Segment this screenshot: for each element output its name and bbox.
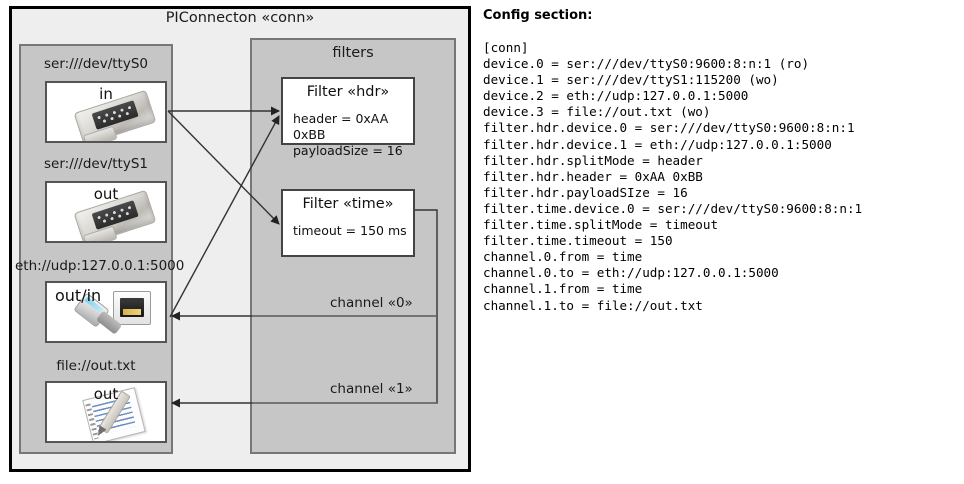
filter-props-time: timeout = 150 ms <box>293 223 407 239</box>
config-heading: Config section: <box>483 8 593 23</box>
filter-title-hdr: Filter «hdr» <box>306 84 390 100</box>
channel-label-0: channel «0» <box>330 295 413 311</box>
device-label-ttys0: ser:///dev/ttyS0 <box>44 56 148 72</box>
device-io-ttys1: out <box>93 185 119 203</box>
ethernet-plug-icon <box>47 283 165 341</box>
device-box-ttys1[interactable]: out <box>45 181 167 243</box>
device-io-eth: out/in <box>55 286 102 305</box>
config-text: [conn] device.0 = ser:///dev/ttyS0:9600:… <box>483 40 863 313</box>
channel-label-1: channel «1» <box>330 381 413 397</box>
component-title: PIConnecton «conn» <box>165 10 315 26</box>
device-box-file[interactable]: out <box>45 381 167 443</box>
filter-prop: payloadSize = 16 <box>293 143 403 158</box>
device-label-ttys1: ser:///dev/ttyS1 <box>44 156 148 172</box>
device-io-file: out <box>93 385 119 403</box>
filter-prop: timeout = 150 ms <box>293 223 407 238</box>
filter-props-hdr: header = 0xAA 0xBB payloadSize = 16 <box>293 111 413 159</box>
filter-box-hdr[interactable]: Filter «hdr» header = 0xAA 0xBB payloadS… <box>281 77 415 158</box>
device-label-file: file://out.txt <box>56 358 136 374</box>
filter-title-time: Filter «time» <box>302 196 394 212</box>
filter-box-time[interactable]: Filter «time» timeout = 150 ms <box>281 189 415 257</box>
device-io-ttys0: in <box>99 85 113 103</box>
device-label-eth: eth://udp:127.0.0.1:5000 <box>15 258 185 274</box>
filters-panel-title: filters <box>332 45 374 61</box>
device-box-eth[interactable]: out/in <box>45 281 167 343</box>
device-box-ttys0[interactable]: in <box>45 81 167 143</box>
filter-prop: header = 0xAA 0xBB <box>293 111 389 142</box>
